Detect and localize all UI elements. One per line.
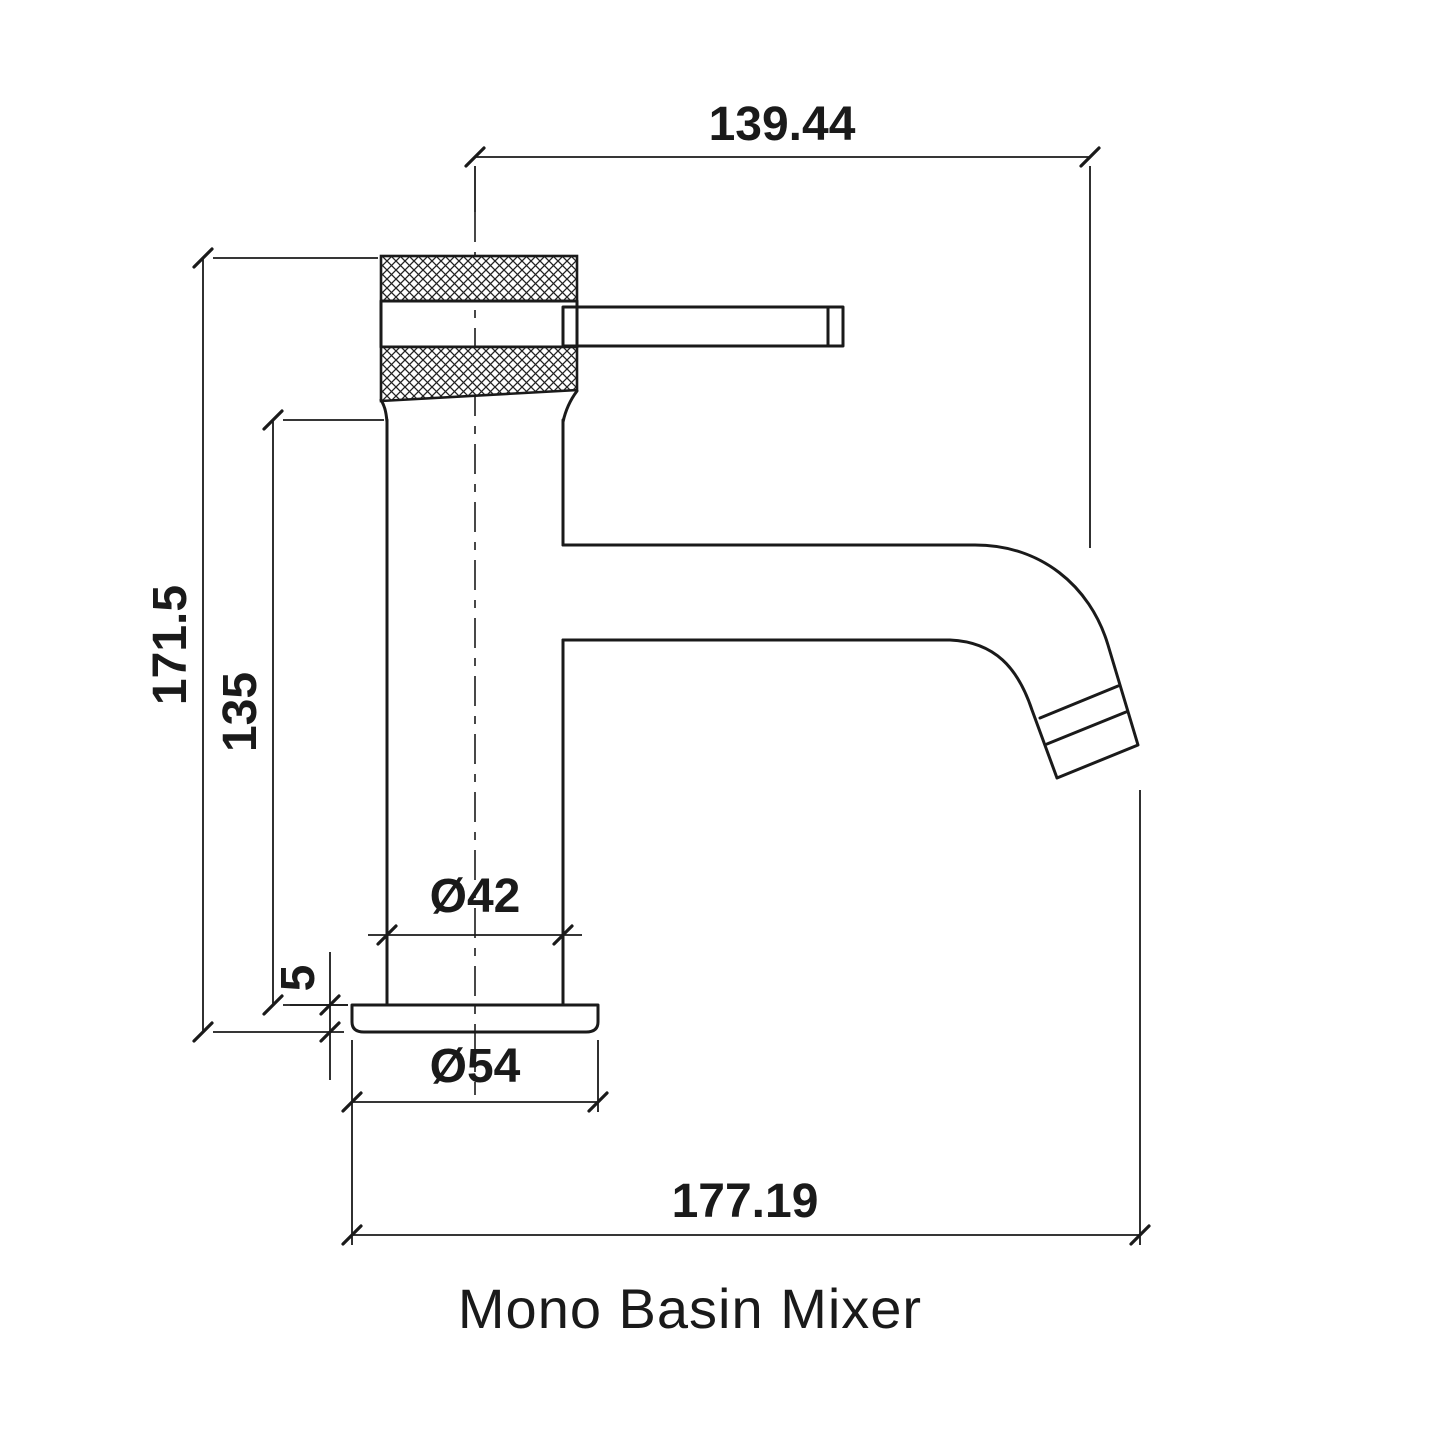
dimension-overall-height: 171.5 [144,247,378,1043]
neck-shoulder-right [561,389,579,424]
dimension-tick [319,1021,341,1043]
dimension-label-body-height: 135 [214,672,267,752]
dimension-tick [192,1021,214,1043]
dimension-base-diameter: Ø54 [341,1040,609,1113]
spout-outline [561,543,1140,780]
dimension-label-overall-width: 177.19 [672,1175,819,1228]
dimension-label-top-width: 139.44 [709,98,856,151]
body-cylinder [385,418,565,1007]
faucet [350,212,1140,1095]
dimension-tick [341,1224,363,1246]
dimension-tick [1079,146,1101,168]
base-flange [350,1003,600,1034]
dimension-tick [262,409,284,431]
neck-shoulder-left [379,398,389,424]
handle-lever-bar [561,305,845,348]
dimension-label-base-diameter: Ø54 [430,1040,521,1093]
handle-lower-knurl-band [379,345,579,403]
handle-middle-band [379,299,579,349]
dimension-tick [376,924,398,946]
dimension-tick [192,247,214,269]
dimension-label-body-diameter: Ø42 [430,870,521,923]
dimension-body-diameter: Ø42 [368,870,582,946]
spout-aerator-line-2 [1045,710,1128,746]
dimension-tick [552,924,574,946]
dimension-tick [464,146,486,168]
dimension-body-height: 135 [214,409,384,1016]
dimension-tick [262,994,284,1016]
dimension-tick [319,994,341,1016]
drawing-title: Mono Basin Mixer [458,1277,922,1340]
dimension-overall-width: 177.19 [341,790,1151,1246]
handle-top-knurl-band [379,254,579,303]
dimension-tick [1129,1224,1151,1246]
dimension-base-height: 5 [272,952,348,1080]
dimension-tick [587,1091,609,1113]
dimension-label-overall-height: 171.5 [144,585,197,705]
spout [561,543,1140,780]
handle-lever [561,305,845,348]
spout-aerator-line-1 [1038,684,1120,720]
dimension-label-base-height: 5 [272,965,325,992]
dimension-top-width: 139.44 [464,98,1101,548]
